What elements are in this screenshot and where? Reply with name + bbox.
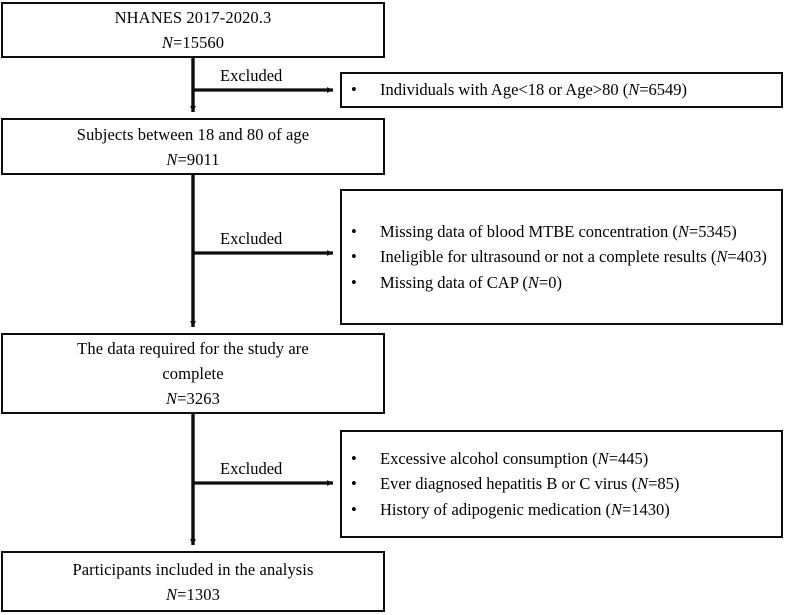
node-source-label: NHANES 2017-2020.3	[114, 8, 272, 27]
list-item: • Ever diagnosed hepatitis B or C virus (…	[342, 471, 781, 497]
n-symbol: N	[166, 584, 178, 604]
n-symbol: N	[527, 272, 539, 292]
n-value: =1430)	[621, 499, 670, 519]
list-item: • Ineligible for ultrasound or not a comp…	[342, 244, 781, 270]
exclusion-text: Excessive alcohol consumption (	[380, 448, 598, 468]
exclusion-box-clinical: •Excessive alcohol consumption (N=445) •…	[340, 430, 783, 538]
exclusion-text: Ineligible for ultrasound or not a compl…	[380, 247, 717, 267]
n-symbol: N	[161, 33, 173, 52]
n-value: =403)	[727, 247, 767, 267]
list-item: • History of adipogenic medication (N=143…	[342, 497, 781, 523]
exclusion-box-age: • Individuals with Age<18 or Age>80 (N=65…	[340, 72, 783, 108]
exclusion-list-clinical: •Excessive alcohol consumption (N=445) •…	[342, 446, 781, 523]
n-value: =1303	[177, 584, 220, 604]
n-symbol: N	[716, 247, 728, 267]
node-complete-data-label-line2: complete	[162, 364, 224, 383]
bullet-icon: •	[351, 448, 357, 468]
node-source-count: N=15560	[162, 30, 224, 55]
edge-label-excluded-3: Excluded	[220, 459, 283, 478]
n-value: =445)	[608, 448, 649, 468]
node-final-label: Participants included in the analysis	[72, 559, 314, 579]
list-item: • Missing data of blood MTBE concentratio…	[342, 219, 781, 245]
bullet-icon: •	[351, 474, 357, 494]
exclusion-text: Ever diagnosed hepatitis B or C virus (	[380, 474, 638, 494]
n-symbol: N	[166, 149, 178, 169]
n-value: =85)	[648, 474, 680, 494]
exclusion-text: Missing data of CAP (	[380, 272, 528, 292]
n-value: =5345)	[688, 221, 737, 241]
n-symbol: N	[610, 499, 622, 519]
node-complete-data-count: N=3263	[166, 386, 220, 411]
node-final: Participants included in the analysis N=…	[1, 551, 385, 612]
exclusion-list-age: • Individuals with Age<18 or Age>80 (N=65…	[342, 77, 781, 103]
n-value: =15560	[172, 33, 225, 52]
list-item: • Excessive alcohol consumption (N=445)	[342, 446, 781, 472]
bullet-icon: •	[351, 499, 357, 519]
bullet-icon: •	[351, 221, 357, 241]
exclusion-text: Missing data of blood MTBE concentration…	[380, 221, 678, 241]
edge-label-excluded-2: Excluded	[220, 229, 283, 248]
exclusion-text: History of adipogenic medication (	[380, 499, 611, 519]
edge-label-excluded-1: Excluded	[220, 66, 283, 85]
exclusion-list-measurements: • Missing data of blood MTBE concentratio…	[342, 219, 781, 296]
bullet-icon: •	[351, 247, 357, 267]
n-value: =0)	[538, 272, 562, 292]
exclusion-text: Individuals with Age<18 or Age>80 (	[380, 80, 629, 100]
n-value: =6549)	[639, 80, 688, 100]
n-symbol: N	[637, 474, 649, 494]
n-symbol: N	[166, 389, 178, 408]
node-complete-data: The data required for the study are comp…	[1, 333, 385, 414]
node-age-filtered-label: Subjects between 18 and 80 of age	[76, 124, 310, 144]
n-symbol: N	[597, 448, 609, 468]
list-item: • Individuals with Age<18 or Age>80 (N=65…	[342, 77, 781, 103]
node-age-filtered-count: N=9011	[166, 147, 219, 172]
list-item: • Missing data of CAP (N=0)	[342, 270, 781, 296]
bullet-icon: •	[351, 272, 357, 292]
n-value: =9011	[177, 149, 220, 169]
bullet-icon: •	[351, 80, 357, 100]
node-age-filtered: Subjects between 18 and 80 of age N=9011	[1, 118, 385, 175]
node-complete-data-label-line1: The data required for the study are	[77, 339, 309, 358]
exclusion-box-measurements: • Missing data of blood MTBE concentratio…	[340, 189, 783, 325]
n-symbol: N	[677, 221, 689, 241]
n-value: =3263	[177, 389, 220, 408]
node-source: NHANES 2017-2020.3 N=15560	[1, 2, 385, 58]
node-final-count: N=1303	[166, 582, 220, 607]
n-symbol: N	[628, 80, 640, 100]
